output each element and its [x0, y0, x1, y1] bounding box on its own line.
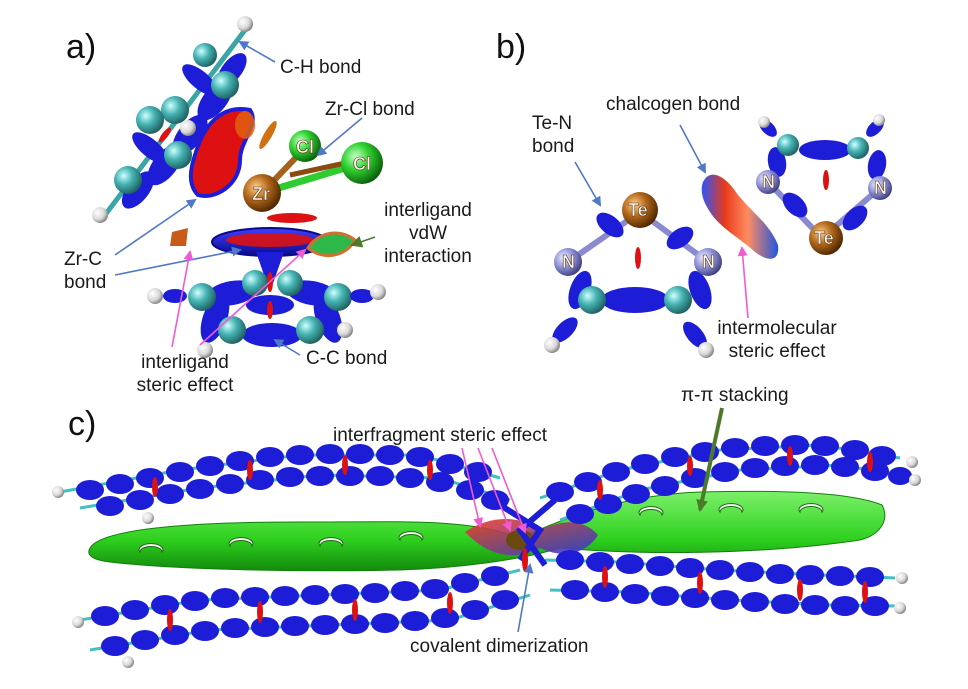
label-ch-bond: C-H bond [280, 57, 362, 78]
chalcogen-surface [701, 174, 779, 259]
panel-b-arrows [574, 124, 749, 319]
chain-top-right [539, 435, 921, 524]
zr-atom [243, 174, 281, 212]
panel-c-arrows [461, 407, 724, 633]
upper-ring [92, 16, 253, 223]
panel-c-structure [52, 435, 921, 668]
label-zrc-bond-line1: Zr-C [64, 249, 102, 270]
n-label-4: N [874, 178, 887, 198]
n-label-1: N [562, 252, 575, 272]
zr-label: Zr [252, 184, 270, 204]
panel-label-b: b) [496, 28, 527, 66]
chain-top-left [52, 444, 511, 524]
te-label-1: Te [628, 200, 648, 220]
n-atom-2 [694, 248, 722, 276]
label-vdw-line1: interligand [384, 200, 472, 221]
label-vdw-line2: vdW [409, 223, 447, 244]
panel-label-a: a) [66, 28, 97, 66]
chain-bottom-left [72, 566, 531, 668]
te-label-2: Te [814, 228, 834, 248]
n-atom-4 [868, 176, 892, 200]
label-covalent-dimerization: covalent dimerization [410, 636, 589, 657]
panel-a-arrows [114, 41, 376, 356]
n-label-3: N [762, 172, 775, 192]
chain-bottom-right [544, 550, 908, 616]
cl-atom-1 [289, 130, 321, 162]
label-zrcl-bond: Zr-Cl bond [325, 99, 415, 120]
cl-label-1: Cl [296, 137, 314, 157]
te-atom-2 [809, 221, 843, 255]
te-atom-1 [622, 192, 658, 228]
lower-ring [147, 270, 386, 358]
label-intermolecular-steric-line1: intermolecular [717, 318, 837, 339]
panel-a-molecule: Zr Cl Cl [92, 16, 386, 358]
n-atom-1 [554, 248, 582, 276]
label-interfragment-steric: interfragment steric effect [333, 425, 548, 446]
panel-label-c: c) [68, 405, 97, 443]
cl-label-2: Cl [353, 154, 371, 174]
panel-b-molecules: N N Te N N Te [544, 114, 892, 358]
label-ten-bond-line1: Te-N [532, 113, 573, 134]
cl-atom-2 [341, 142, 383, 184]
n-atom-3 [756, 170, 780, 194]
label-vdw-line3: interaction [384, 246, 472, 267]
label-cc-bond: C-C bond [306, 348, 388, 369]
label-interligand-steric-line2: steric effect [136, 375, 234, 396]
label-zrc-bond-line2: bond [64, 272, 107, 293]
label-interligand-steric-line1: interligand [141, 352, 229, 373]
label-ten-bond-line2: bond [532, 136, 575, 157]
n-label-2: N [702, 252, 715, 272]
label-intermolecular-steric-line2: steric effect [728, 341, 826, 362]
label-pi-stacking: π-π stacking [681, 385, 789, 406]
label-chalcogen-bond: chalcogen bond [606, 94, 741, 115]
